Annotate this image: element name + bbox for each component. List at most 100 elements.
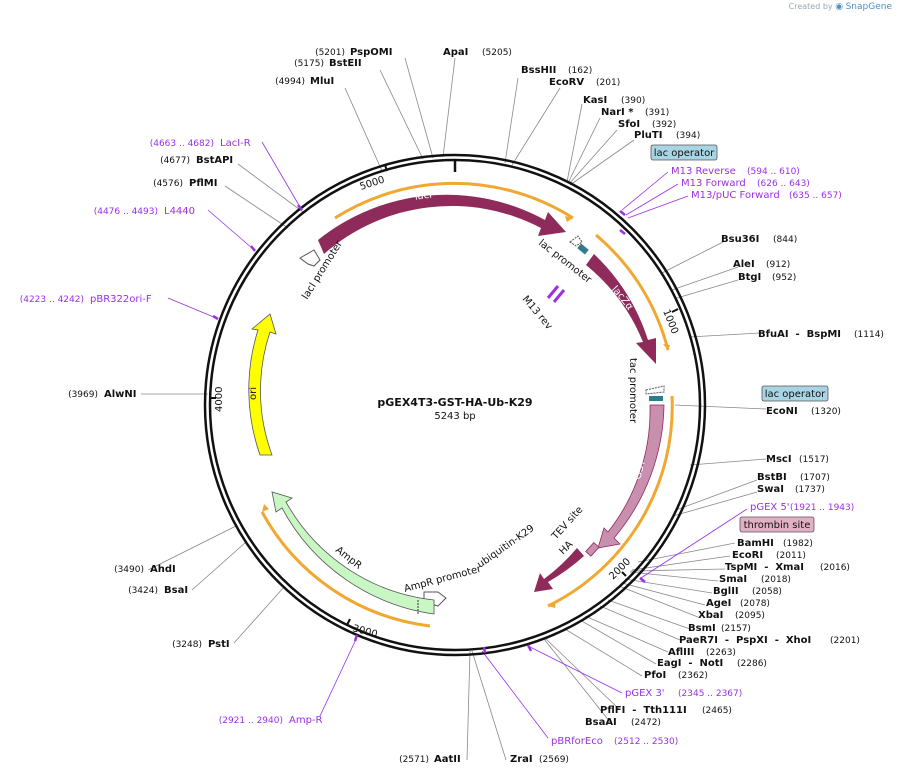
primer-amp-r: (2921 .. 2940)Amp-R (219, 715, 323, 726)
svg-text:AgeI: AgeI (706, 598, 731, 609)
svg-text:AatII: AatII (434, 754, 461, 765)
orange-arcs (260, 181, 674, 628)
svg-text:(2078): (2078) (740, 599, 770, 609)
svg-text:(2472): (2472) (631, 718, 661, 728)
svg-text:(2921 .. 2940): (2921 .. 2940) (219, 716, 283, 726)
svg-text:(3490): (3490) (114, 565, 144, 575)
orange-arrow-2 (663, 344, 670, 350)
svg-text:(2345 .. 2367): (2345 .. 2367) (678, 689, 742, 699)
site-bsu36-i: Bsu36I(844) (721, 234, 797, 245)
svg-text:(201): (201) (596, 78, 620, 88)
lacz-arrow: lacZα (586, 254, 656, 364)
svg-text:(1921 .. 1943): (1921 .. 1943) (790, 503, 854, 513)
primer-pbr322ori-f: (4223 .. 4242)pBR322ori-F (20, 294, 152, 305)
svg-text:(2018): (2018) (761, 575, 791, 585)
svg-text:BamHI: BamHI (737, 538, 774, 549)
svg-text:PluTI: PluTI (634, 130, 662, 141)
svg-text:(1737): (1737) (795, 485, 825, 495)
svg-text:Bsu36I: Bsu36I (721, 234, 759, 245)
svg-text:PflMI: PflMI (189, 178, 217, 189)
svg-text:ZraI: ZraI (510, 754, 533, 765)
svg-text:AlwNI: AlwNI (104, 389, 137, 400)
lac-promoter-arrow (569, 235, 583, 247)
svg-text:L4440: L4440 (164, 206, 195, 217)
svg-text:pGEX 3': pGEX 3' (625, 688, 665, 699)
tick-4000: 4000 (214, 387, 225, 412)
site-bfu-ai: BfuAI - BspMI(1114) (758, 329, 884, 340)
site-tsp-mi: TspMI - XmaI(2016) (725, 562, 850, 573)
laci-promoter-arrow (299, 249, 321, 267)
primer-leader-lines (167, 141, 748, 739)
ampr-promoter-label: AmpR promoter (403, 563, 483, 594)
svg-text:MluI: MluI (310, 76, 334, 87)
restriction-sites: (5201)PspOMI ApaI(5205) (5175)BstEII Bss… (68, 47, 884, 765)
svg-text:(390): (390) (621, 96, 645, 106)
laci-label: lacI (414, 190, 433, 203)
lac-operator-mark-1 (577, 243, 589, 255)
svg-text:EcoNI: EcoNI (766, 406, 798, 417)
svg-text:MscI: MscI (766, 454, 792, 465)
site-bam-hi: BamHI(1982) (737, 538, 813, 549)
svg-text:BstAPI: BstAPI (196, 155, 233, 166)
svg-text:EagI - NotI: EagI - NotI (657, 658, 723, 669)
plasmid-length: 5243 bp (434, 411, 475, 422)
svg-text:(162): (162) (568, 66, 592, 76)
svg-text:(4476 .. 4493): (4476 .. 4493) (94, 207, 158, 217)
svg-text:AhdI: AhdI (150, 564, 176, 575)
svg-text:(2571): (2571) (399, 755, 429, 765)
site-eco-ni: EcoNI (1320) (766, 406, 841, 417)
tick-marks (210, 164, 679, 626)
orange-arrow-3 (548, 601, 556, 608)
site-plu-ti: PluTI(394) (634, 130, 700, 141)
lac-operator-mark-2 (649, 396, 663, 401)
svg-text:SmaI: SmaI (719, 574, 747, 585)
snapgene-logo-icon: ◉ (835, 2, 844, 12)
m13-rev-label: M13 rev (520, 294, 555, 332)
svg-text:(3424): (3424) (128, 586, 158, 596)
svg-text:(4994): (4994) (275, 77, 305, 87)
svg-text:EcoRI: EcoRI (732, 550, 763, 561)
site-bss-hii: BssHII(162) (521, 65, 592, 76)
svg-text:(1114): (1114) (854, 330, 884, 340)
site-ale-i: AleI(912) (733, 259, 790, 270)
snapgene-watermark: Created by ◉ SnapGene (789, 2, 892, 12)
site-nar-i: NarI *(391) (601, 107, 669, 118)
lac-operator-box-1: lac operator (650, 144, 718, 161)
svg-text:PspOMI: PspOMI (350, 47, 392, 58)
site-pfl-mi: (4576)PflMI (153, 178, 217, 189)
gst-arrow: GST (597, 404, 665, 549)
tev-site-mark (585, 541, 600, 557)
svg-text:(4223 .. 4242): (4223 .. 4242) (20, 295, 84, 305)
tac-promoter-label: tac promoter (627, 358, 638, 424)
site-bgl-ii: BglII(2058) (713, 586, 782, 597)
svg-text:(2011): (2011) (776, 551, 806, 561)
site-bsa-i: (3424)BsaI (128, 585, 188, 596)
svg-text:(3969): (3969) (68, 390, 98, 400)
svg-text:(5175): (5175) (294, 59, 324, 69)
site-swa-i: SwaI(1737) (757, 484, 825, 495)
svg-text:(1320): (1320) (811, 407, 841, 417)
gst-label: GST (632, 458, 648, 481)
svg-text:(5205): (5205) (482, 48, 512, 58)
plasmid-name: pGEX4T3-GST-HA-Ub-K29 (377, 396, 532, 409)
svg-text:(2362): (2362) (678, 671, 708, 681)
svg-text:(2286): (2286) (737, 659, 767, 669)
laci-arrow: lacI (318, 190, 566, 254)
primer-l4440: (4476 .. 4493) L4440 (94, 206, 195, 217)
primer-pgex-3: pGEX 3' (2345 .. 2367) (625, 688, 742, 699)
svg-text:M13 Reverse: M13 Reverse (671, 166, 736, 177)
primer-marks (212, 204, 646, 654)
site-afl-iii: AflIII(2263) (668, 647, 736, 658)
svg-text:PfoI: PfoI (644, 670, 666, 681)
svg-text:(391): (391) (645, 108, 669, 118)
site-bst-eii: (5175)BstEII (294, 58, 362, 69)
primer-m13-reverse: M13 Reverse (594 .. 610) (671, 166, 800, 177)
primer-m13-puc-forward: M13/pUC Forward(635 .. 657) (691, 190, 842, 201)
svg-text:PstI: PstI (208, 639, 230, 650)
lac-promoter-label: lac promoter (536, 238, 594, 287)
svg-text:(2512 .. 2530): (2512 .. 2530) (614, 737, 678, 747)
site-btg-i: BtgI(952) (738, 272, 796, 283)
svg-text:lacI: lacI (414, 190, 433, 203)
svg-text:(594 .. 610): (594 .. 610) (747, 167, 800, 177)
